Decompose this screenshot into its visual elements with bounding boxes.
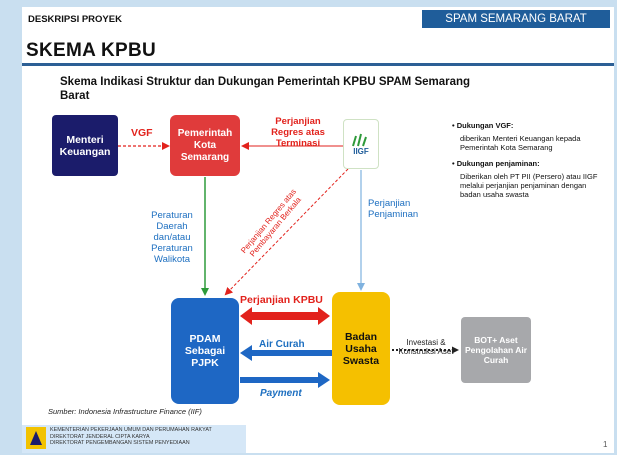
edge-regres-pembayaran xyxy=(224,168,349,296)
label-payment: Payment xyxy=(260,388,302,399)
node-pemerintah-kota: Pemerintah Kota Semarang xyxy=(170,115,240,176)
footer-band xyxy=(22,425,246,453)
project-name-banner: SPAM SEMARANG BARAT xyxy=(422,10,610,28)
node-bot-aset: BOT+ Aset Pengolahan Air Curah xyxy=(461,317,531,383)
diagram-subtitle: Skema Indikasi Struktur dan Dukungan Pem… xyxy=(60,76,471,102)
label-regres-terminasi: Perjanjian Regres atas Terminasi xyxy=(271,116,325,149)
label-air-curah: Air Curah xyxy=(259,339,305,350)
ministry-name: KEMENTERIAN PEKERJAAN UMUM DAN PERUMAHAN… xyxy=(50,427,212,433)
page-number: 1 xyxy=(603,440,608,449)
ministry-footer-text: KEMENTERIAN PEKERJAAN UMUM DAN PERUMAHAN… xyxy=(50,427,240,447)
edge-air-curah-arrow xyxy=(240,345,332,361)
project-label: DESKRIPSI PROYEK xyxy=(28,14,122,25)
edge-payment-arrow xyxy=(240,372,330,388)
support-legend: • Dukungan VGF: diberikan Menteri Keuang… xyxy=(452,121,600,206)
iigf-logo-icon xyxy=(352,133,367,146)
legend-vgf-text: diberikan Menteri Keuangan kepada Pemeri… xyxy=(460,134,581,152)
label-kpbu: Perjanjian KPBU xyxy=(240,294,323,306)
page-title: SKEMA KPBU xyxy=(26,40,157,61)
ministry-logo-icon xyxy=(26,427,46,449)
label-vgf: VGF xyxy=(131,127,153,139)
legend-vgf-title: • Dukungan VGF: xyxy=(452,121,514,130)
legend-penjaminan-text: Diberikan oleh PT PII (Persero) atau IIG… xyxy=(460,172,598,199)
direktorat-name: DIREKTORAT PENGEMBANGAN SISTEM PENYEDIAA… xyxy=(50,440,190,446)
iigf-label: IIGF xyxy=(353,146,369,156)
node-iigf: IIGF xyxy=(343,119,379,169)
label-peraturan: Peraturan Daerah dan/atau Peraturan Wali… xyxy=(151,210,193,265)
edge-kpbu-arrow xyxy=(240,307,330,325)
legend-penjaminan-title: • Dukungan penjaminan: xyxy=(452,159,540,168)
node-menteri-keuangan: Menteri Keuangan xyxy=(52,115,118,176)
node-badan-usaha: Badan Usaha Swasta xyxy=(332,292,390,405)
label-investasi: Investasi & Konstruksi Aset xyxy=(398,338,454,356)
node-pdam: PDAM Sebagai PJPK xyxy=(171,298,239,404)
title-divider xyxy=(22,63,614,66)
label-penjaminan: Perjanjian Penjaminan xyxy=(368,198,419,220)
source-note: Sumber: Indonesia Infrastructure Finance… xyxy=(48,407,202,416)
dirjen-name: DIREKTORAT JENDERAL CIPTA KARYA xyxy=(50,433,150,440)
